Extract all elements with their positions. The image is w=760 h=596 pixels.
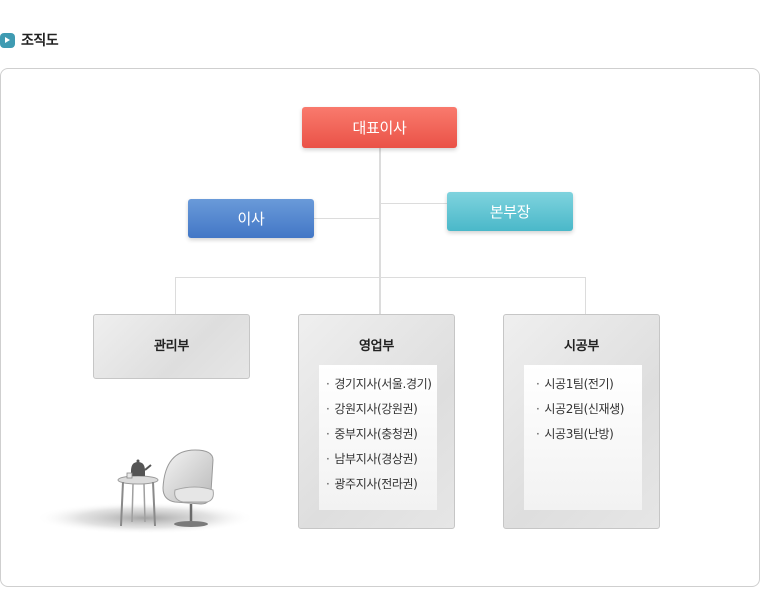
list-item: 광주지사(전라권) [326,475,437,500]
dept-title: 영업부 [359,339,394,354]
division-head-box: 본부장 [447,192,573,231]
dept-management: 관리부 [93,314,250,379]
connector-director [314,218,380,219]
list-item: 시공3팀(난방) [536,425,642,450]
dept-branch-list: 경기지사(서울.경기) 강원지사(강원권) 중부지사(충청권) 남부지사(경상권… [319,365,437,510]
connector-departments-horizontal [175,277,586,278]
dept-construction: 시공부 시공1팀(전기) 시공2팀(신재생) 시공3팀(난방) [503,314,660,529]
dept-sales: 영업부 경기지사(서울.경기) 강원지사(강원권) 중부지사(충청권) 남부지사… [298,314,455,529]
list-item: 경기지사(서울.경기) [326,375,437,400]
dept-title: 시공부 [564,339,599,354]
connector-ceo-vertical [379,148,381,314]
dept-title: 관리부 [154,339,189,354]
dept-team-list: 시공1팀(전기) 시공2팀(신재생) 시공3팀(난방) [524,365,642,510]
connector-division-head [380,203,447,204]
chevron-right-icon [0,32,15,48]
list-item: 강원지사(강원권) [326,400,437,425]
list-item: 시공2팀(신재생) [536,400,642,425]
connector-dept-right [585,277,586,314]
page-title: 조직도 [21,33,59,49]
list-item: 중부지사(충청권) [326,425,437,450]
section-title: 조직도 [0,31,59,49]
connector-dept-left [175,277,176,314]
chair-and-table-illustration [35,449,255,534]
list-item: 남부지사(경상권) [326,450,437,475]
list-item: 시공1팀(전기) [536,375,642,400]
director-box: 이사 [188,199,314,238]
ceo-box: 대표이사 [302,107,457,148]
